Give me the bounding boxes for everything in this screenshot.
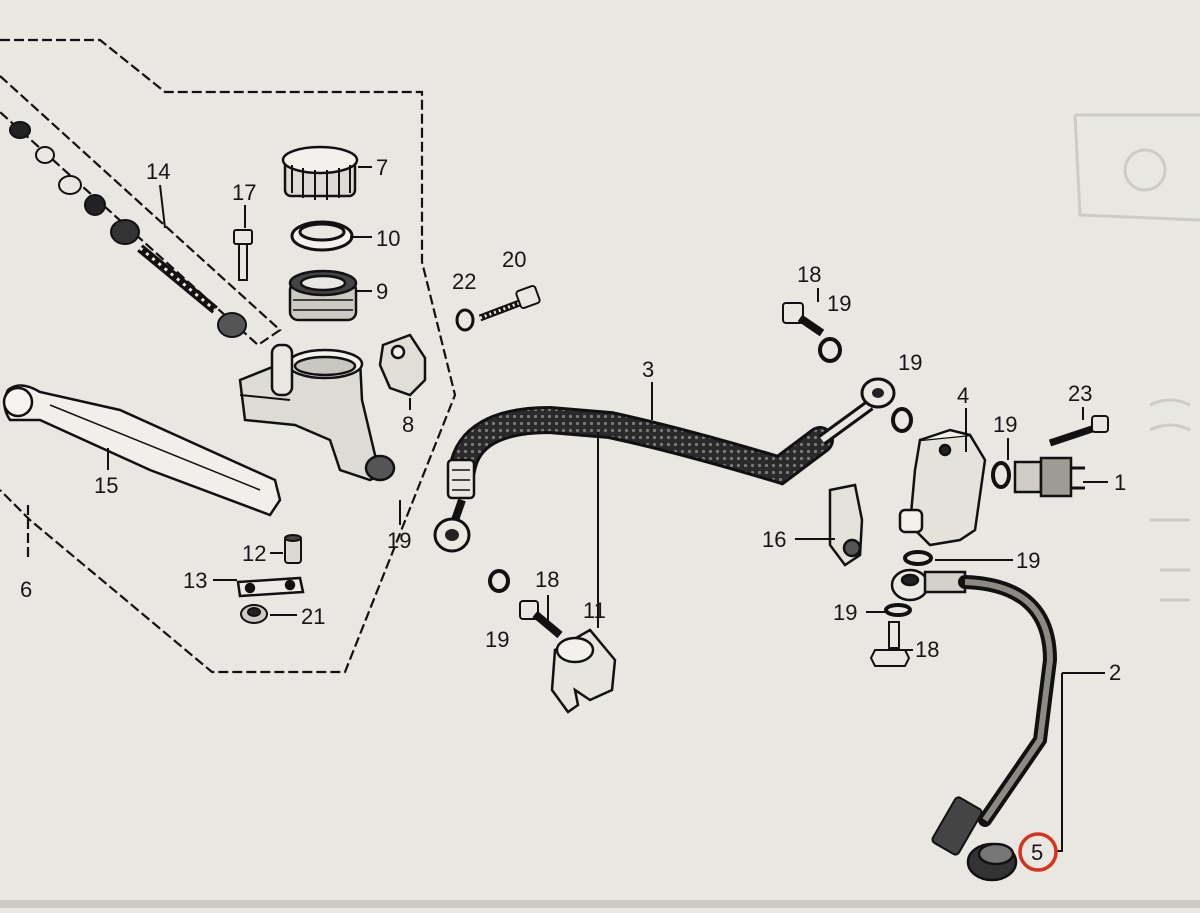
- callout-14: 14: [146, 159, 170, 184]
- callout-3: 3: [642, 357, 654, 382]
- lower-hose-fitting: [890, 568, 967, 602]
- callout-5: 5: [1031, 840, 1043, 865]
- callout-19-switch: 19: [993, 412, 1017, 437]
- callout-6: 6: [20, 577, 32, 602]
- banjo-bolt-18-upper: [782, 302, 825, 337]
- callout-18-lower: 18: [915, 637, 939, 662]
- faint-background-marks: [1073, 113, 1200, 602]
- callout-19-master: 19: [387, 528, 411, 553]
- washer-22: [455, 308, 475, 332]
- nut-21: [240, 604, 268, 624]
- callout-7: 7: [376, 155, 388, 180]
- sealing-washer-19-lower-top: [903, 550, 933, 566]
- plate-13: [236, 576, 305, 598]
- callout-15: 15: [94, 473, 118, 498]
- callout-23: 23: [1068, 381, 1092, 406]
- banjo-bolt-18-lower: [869, 621, 911, 667]
- callout-12: 12: [242, 541, 266, 566]
- callout-19-lower-top: 19: [1016, 548, 1040, 573]
- callout-4: 4: [957, 383, 969, 408]
- callout-11: 11: [583, 598, 606, 623]
- brake-light-switch: [1013, 456, 1085, 498]
- callout-16: 16: [762, 527, 786, 552]
- banjo-fitting-11: [550, 628, 617, 714]
- lower-brake-hose: [931, 575, 1058, 856]
- three-way-joint: [898, 428, 987, 547]
- reservoir-cap: [281, 145, 359, 200]
- callout-19-left: 19: [485, 627, 509, 652]
- callout-10: 10: [376, 226, 400, 251]
- callout-labels: 1 2 3 4 5 6 7 8 9 10 11 12 13 14 15 16 1…: [20, 155, 1126, 865]
- hose-bracket: [828, 483, 864, 567]
- master-cylinder-body: [238, 343, 396, 482]
- piston-kit-parts: [9, 121, 247, 338]
- callout-leader-lines: [107, 166, 1108, 852]
- upper-brake-hose: [433, 377, 896, 553]
- callout-1: 1: [1114, 470, 1126, 495]
- hose-end-cap-5: [966, 842, 1018, 882]
- callout-8: 8: [402, 412, 414, 437]
- highlight-circle: [1018, 832, 1058, 872]
- callout-22: 22: [452, 269, 476, 294]
- callout-20: 20: [502, 247, 526, 272]
- sealing-washer-19-joint: [891, 407, 913, 433]
- callout-18-left: 18: [535, 567, 559, 592]
- pivot-collar-12: [284, 534, 302, 564]
- callout-19-joint: 19: [898, 350, 922, 375]
- sealing-washer-19-switch: [991, 461, 1011, 489]
- sealing-washer-19-left: [488, 569, 510, 593]
- callout-18-upper: 18: [797, 262, 821, 287]
- screw-20: [478, 284, 541, 322]
- callout-13: 13: [183, 568, 207, 593]
- diaphragm: [288, 269, 358, 322]
- callout-19-lower: 19: [833, 600, 857, 625]
- brake-lever: [2, 384, 282, 517]
- bolt-17: [233, 229, 253, 281]
- diaphragm-plate: [290, 220, 354, 252]
- bolt-23: [1048, 415, 1109, 447]
- callout-17: 17: [232, 180, 256, 205]
- sealing-washer-19-lower: [884, 603, 912, 617]
- bolt-18-left: [519, 600, 563, 639]
- sealing-washer-19-upper: [818, 337, 842, 363]
- callout-21: 21: [301, 604, 325, 629]
- callout-2: 2: [1109, 660, 1121, 685]
- callout-19-upper: 19: [827, 291, 851, 316]
- callout-9: 9: [376, 279, 388, 304]
- lever-holder-8: [378, 333, 427, 397]
